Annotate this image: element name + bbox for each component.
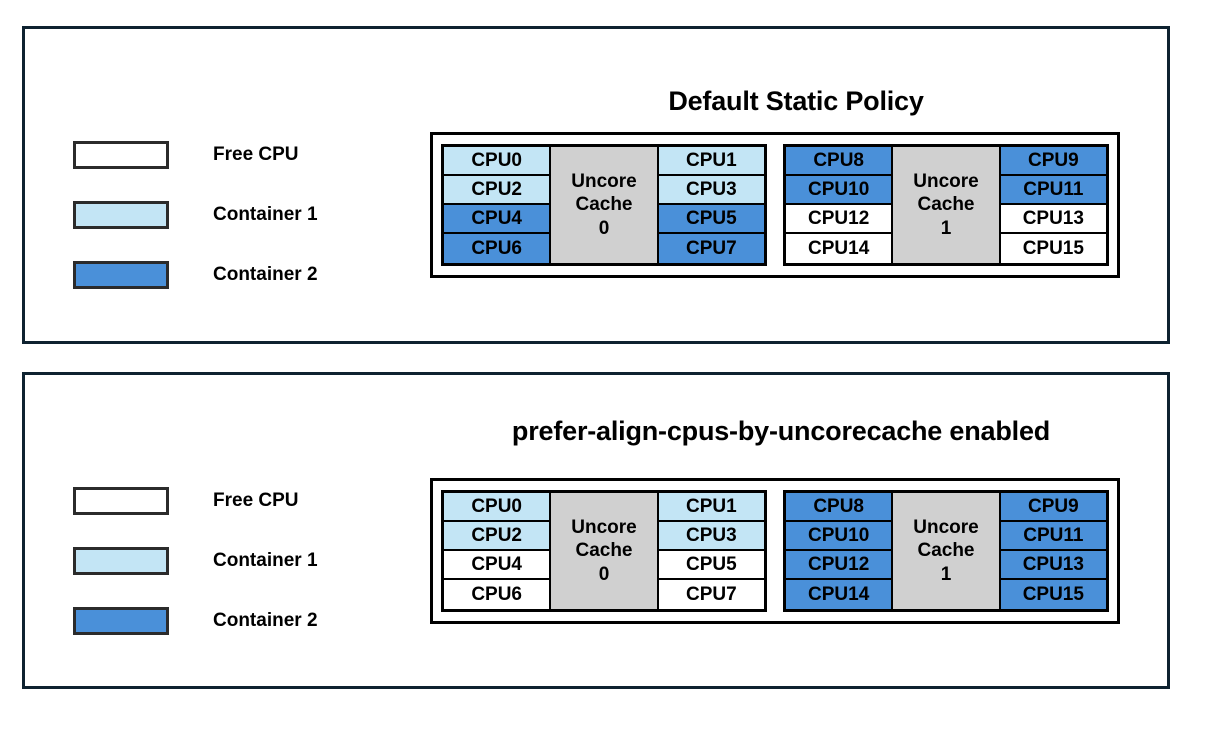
cpu-cell: CPU8 xyxy=(786,147,892,176)
cpu-cell: CPU6 xyxy=(444,234,550,263)
cpu-cell: CPU15 xyxy=(1000,234,1106,263)
legend-item-container-1: Container 1 xyxy=(73,185,318,245)
cpu-column-left: CPU0 CPU2 CPU4 CPU6 xyxy=(444,147,550,263)
uncore-cache-line-1: Uncore xyxy=(571,517,637,539)
cpu-cell: CPU15 xyxy=(1000,580,1106,609)
cpu-topology-diagram: CPU0 CPU2 CPU4 CPU6 Uncore Cache 0 CPU1 … xyxy=(430,478,1120,624)
uncore-cache-line-1: Uncore xyxy=(913,171,979,193)
uncore-cache-block: Uncore Cache 1 xyxy=(891,493,1001,609)
cache-group-0: CPU0 CPU2 CPU4 CPU6 Uncore Cache 0 CPU1 … xyxy=(441,490,767,612)
cpu-cell: CPU14 xyxy=(786,580,892,609)
uncore-cache-line-2: Cache xyxy=(575,540,633,562)
cpu-cell: CPU10 xyxy=(786,176,892,205)
cpu-column-right: CPU1 CPU3 CPU5 CPU7 xyxy=(658,147,764,263)
uncore-cache-index: 0 xyxy=(598,217,610,239)
legend-label-container-2: Container 2 xyxy=(213,610,318,631)
cpu-cell: CPU12 xyxy=(786,551,892,580)
cpu-column-right: CPU9 CPU11 CPU13 CPU15 xyxy=(1000,147,1106,263)
cpu-cell: CPU2 xyxy=(444,522,550,551)
cpu-cell: CPU0 xyxy=(444,147,550,176)
legend-item-free-cpu: Free CPU xyxy=(73,125,318,185)
cpu-cell: CPU7 xyxy=(658,234,764,263)
uncore-cache-line-1: Uncore xyxy=(913,517,979,539)
cpu-cell: CPU13 xyxy=(1000,205,1106,234)
cache-group-1: CPU8 CPU10 CPU12 CPU14 Uncore Cache 1 CP… xyxy=(783,144,1109,266)
legend-swatch-free-cpu xyxy=(73,141,169,169)
cpu-column-left: CPU8 CPU10 CPU12 CPU14 xyxy=(786,147,892,263)
uncore-cache-block: Uncore Cache 0 xyxy=(549,147,659,263)
legend-swatch-container-1 xyxy=(73,547,169,575)
legend-item-container-1: Container 1 xyxy=(73,531,318,591)
uncore-cache-index: 1 xyxy=(940,563,952,585)
cache-group-0: CPU0 CPU2 CPU4 CPU6 Uncore Cache 0 CPU1 … xyxy=(441,144,767,266)
page-title: Default Static Policy xyxy=(668,86,924,116)
cpu-cell: CPU3 xyxy=(658,176,764,205)
legend-label-container-1: Container 1 xyxy=(213,204,318,225)
cpu-cell: CPU11 xyxy=(1000,176,1106,205)
cpu-column-left: CPU0 CPU2 CPU4 CPU6 xyxy=(444,493,550,609)
legend-swatch-container-2 xyxy=(73,607,169,635)
cpu-cell: CPU10 xyxy=(786,522,892,551)
cpu-cell: CPU9 xyxy=(1000,493,1106,522)
uncore-cache-index: 1 xyxy=(940,217,952,239)
cpu-cell: CPU0 xyxy=(444,493,550,522)
cache-group-1: CPU8 CPU10 CPU12 CPU14 Uncore Cache 1 CP… xyxy=(783,490,1109,612)
cpu-cell: CPU5 xyxy=(658,205,764,234)
legend-swatch-container-2 xyxy=(73,261,169,289)
legend-label-container-1: Container 1 xyxy=(213,550,318,571)
legend: Free CPU Container 1 Container 2 xyxy=(73,471,318,651)
legend-item-container-2: Container 2 xyxy=(73,591,318,651)
cpu-column-left: CPU8 CPU10 CPU12 CPU14 xyxy=(786,493,892,609)
page-title: prefer-align-cpus-by-uncorecache enabled xyxy=(511,416,1051,446)
legend-label-container-2: Container 2 xyxy=(213,264,318,285)
cpu-cell: CPU7 xyxy=(658,580,764,609)
uncore-cache-line-2: Cache xyxy=(575,194,633,216)
legend-label-free-cpu: Free CPU xyxy=(213,490,299,511)
cpu-column-right: CPU1 CPU3 CPU5 CPU7 xyxy=(658,493,764,609)
cpu-cell: CPU1 xyxy=(658,147,764,176)
uncore-cache-block: Uncore Cache 1 xyxy=(891,147,1001,263)
cpu-cell: CPU6 xyxy=(444,580,550,609)
cpu-cell: CPU1 xyxy=(658,493,764,522)
uncore-cache-line-2: Cache xyxy=(917,540,975,562)
cpu-cell: CPU8 xyxy=(786,493,892,522)
diagram-panel-prefer-align-cpus-by-uncorecache: prefer-align-cpus-by-uncorecache enabled… xyxy=(22,372,1170,689)
cpu-cell: CPU2 xyxy=(444,176,550,205)
legend-swatch-free-cpu xyxy=(73,487,169,515)
uncore-cache-line-2: Cache xyxy=(917,194,975,216)
legend: Free CPU Container 1 Container 2 xyxy=(73,125,318,305)
cpu-cell: CPU4 xyxy=(444,205,550,234)
cpu-column-right: CPU9 CPU11 CPU13 CPU15 xyxy=(1000,493,1106,609)
cpu-cell: CPU12 xyxy=(786,205,892,234)
legend-swatch-container-1 xyxy=(73,201,169,229)
cpu-cell: CPU13 xyxy=(1000,551,1106,580)
legend-item-container-2: Container 2 xyxy=(73,245,318,305)
uncore-cache-block: Uncore Cache 0 xyxy=(549,493,659,609)
uncore-cache-index: 0 xyxy=(598,563,610,585)
legend-item-free-cpu: Free CPU xyxy=(73,471,318,531)
cpu-cell: CPU11 xyxy=(1000,522,1106,551)
cpu-cell: CPU9 xyxy=(1000,147,1106,176)
uncore-cache-line-1: Uncore xyxy=(571,171,637,193)
cpu-cell: CPU4 xyxy=(444,551,550,580)
legend-label-free-cpu: Free CPU xyxy=(213,144,299,165)
cpu-cell: CPU14 xyxy=(786,234,892,263)
diagram-panel-default-static-policy: Default Static Policy Free CPU Container… xyxy=(22,26,1170,344)
cpu-cell: CPU3 xyxy=(658,522,764,551)
cpu-topology-diagram: CPU0 CPU2 CPU4 CPU6 Uncore Cache 0 CPU1 … xyxy=(430,132,1120,278)
cpu-cell: CPU5 xyxy=(658,551,764,580)
